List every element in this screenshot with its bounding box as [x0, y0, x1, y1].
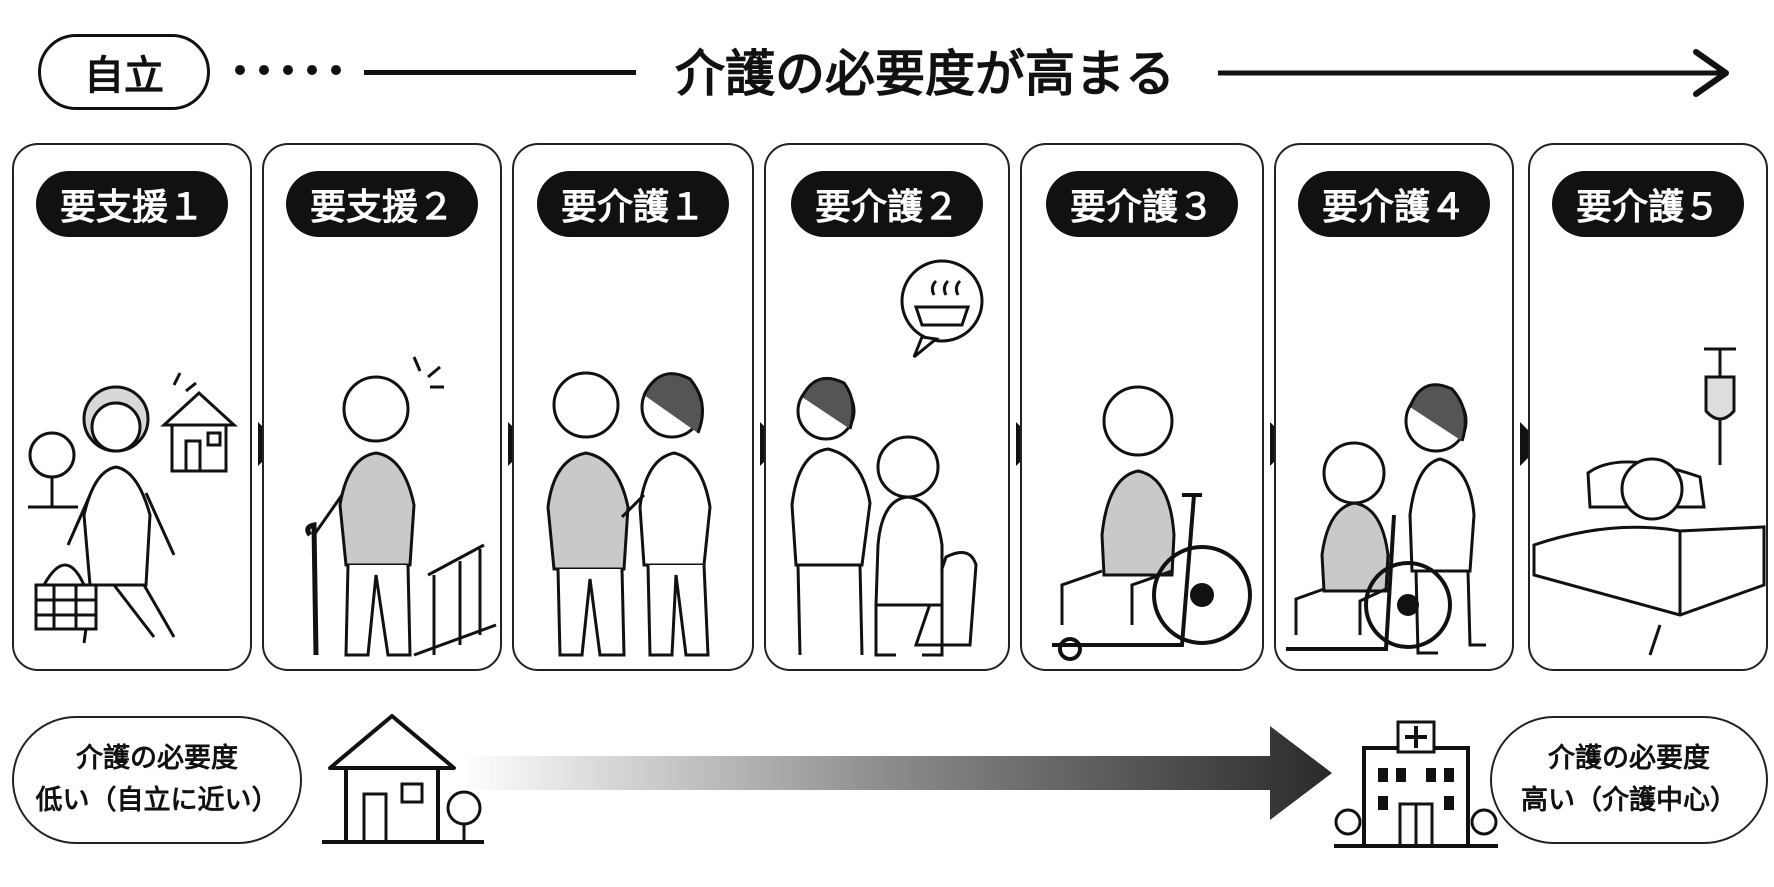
low-care-need-label: 介護の必要度 低い（自立に近い）: [12, 716, 302, 844]
low-care-line1: 介護の必要度: [76, 738, 238, 780]
low-care-line2: 低い（自立に近い）: [36, 780, 279, 822]
stage-card-support-2: 要支援２: [262, 143, 502, 671]
stage-badge: 要介護１: [537, 171, 729, 237]
elderly-man-cane-illustration: [264, 245, 500, 665]
assisted-walking-illustration: [514, 245, 752, 665]
high-care-line2: 高い（介護中心）: [1521, 780, 1737, 822]
tree-icon: [28, 433, 78, 507]
house-icon: [164, 393, 234, 471]
dotted-line: [232, 60, 348, 80]
bedridden-illustration: [1530, 245, 1766, 665]
independent-label-text: 自立: [84, 43, 164, 101]
stage-card-care-1: 要介護１: [512, 143, 754, 671]
handrail-icon: [414, 545, 496, 655]
cane-icon: [308, 525, 316, 655]
stage-card-support-1: 要支援１: [12, 143, 252, 671]
stage-badge: 要介護２: [791, 171, 983, 237]
high-care-line1: 介護の必要度: [1548, 738, 1710, 780]
care-need-title: 介護の必要度が高まる: [640, 30, 1210, 110]
stage-badge: 要介護３: [1046, 171, 1238, 237]
independent-label: 自立: [38, 34, 210, 110]
gradient-progress-arrow: [460, 718, 1340, 828]
stage-card-care-3: 要介護３: [1020, 143, 1264, 671]
hospital-icon: [1330, 712, 1500, 852]
bed-icon: [1534, 459, 1764, 655]
wheelchair-pushed-illustration: [1276, 245, 1512, 665]
basket-icon: [36, 565, 96, 629]
stage-badge: 要支援２: [286, 171, 478, 237]
iv-drip-icon: [1704, 349, 1736, 465]
stage-badge: 要介護４: [1298, 171, 1490, 237]
bathtub-icon: [902, 261, 982, 357]
right-arrow-icon: [1218, 48, 1738, 98]
stage-card-care-2: 要介護２: [764, 143, 1010, 671]
walking-woman-illustration: [14, 245, 250, 665]
stage-card-care-4: 要介護４: [1274, 143, 1514, 671]
toilet-assistance-illustration: [766, 245, 1008, 665]
stage-card-care-5: 要介護５: [1528, 143, 1768, 671]
stage-badge: 要支援１: [36, 171, 228, 237]
high-care-need-label: 介護の必要度 高い（介護中心）: [1490, 716, 1768, 844]
wheelchair-user-illustration: [1022, 245, 1262, 665]
stage-badge: 要介護５: [1552, 171, 1744, 237]
progress-line-left: [364, 70, 636, 75]
